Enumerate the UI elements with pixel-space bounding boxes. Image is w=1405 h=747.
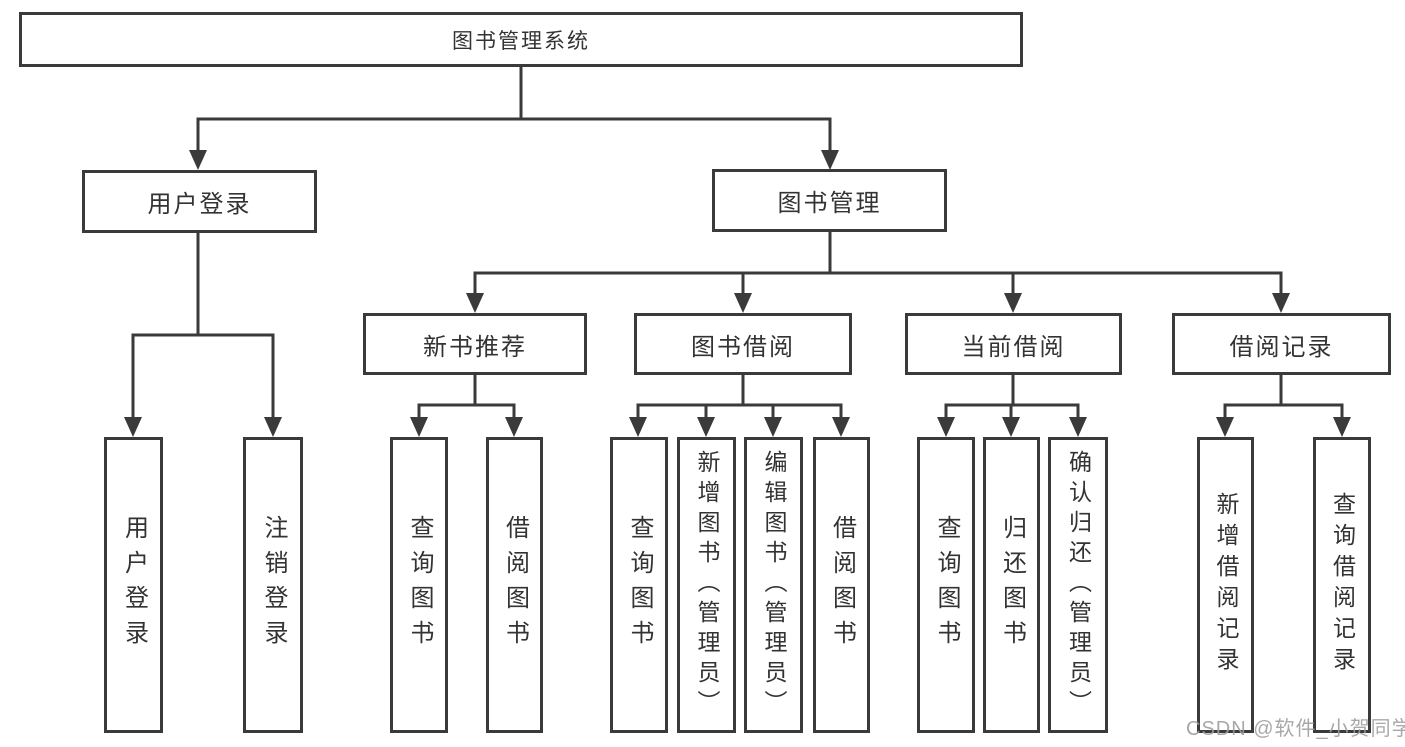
leaf-add-borrow-record: 新增借阅记录 [1197,437,1254,733]
leaf-query-borrow-record: 查询借阅记录 [1313,437,1371,733]
node-user-login: 用户登录 [82,170,317,233]
leaf-label: 确认归还（管理员） [1065,450,1092,720]
leaf-label: 借阅图书 [828,515,856,655]
connector-root [196,67,832,151]
leaf-label: 新增借阅记录 [1213,492,1239,678]
arrow-icon [629,417,647,437]
arrow-icon [764,417,782,437]
leaf-confirm-return: 确认归还（管理员） [1048,437,1108,733]
arrow-icon [734,293,752,313]
arrow-icon [410,417,428,437]
arrow-icon [124,417,142,437]
leaf-label: 借阅图书 [501,515,529,655]
leaf-add-book: 新增图书（管理员） [677,437,736,733]
arrow-icon [821,150,839,170]
leaf-return-book: 归还图书 [983,437,1040,733]
connector-borrow-record [1223,374,1344,418]
arrow-icon [466,293,484,313]
node-book-mgmt: 图书管理 [712,169,947,232]
leaf-label: 查询图书 [626,515,653,655]
connector-book-mgmt [473,232,1283,294]
node-root: 图书管理系统 [19,12,1023,67]
leaf-label: 编辑图书（管理员） [761,450,787,720]
leaf-query-book-a: 查询图书 [390,437,448,733]
arrow-icon [832,417,850,437]
leaf-user-login: 用户登录 [104,437,163,733]
leaf-label: 查询图书 [933,515,960,655]
arrow-icon [1333,417,1351,437]
arrow-icon [1069,417,1087,437]
leaf-label: 归还图书 [998,515,1026,655]
leaf-borrow-book-b: 借阅图书 [813,437,870,733]
connector-current-borrow [944,375,1080,418]
leaf-edit-book: 编辑图书（管理员） [744,437,803,733]
node-borrow-record: 借阅记录 [1172,313,1391,375]
leaf-query-book-b: 查询图书 [610,437,668,733]
leaf-query-book-c: 查询图书 [917,437,975,733]
arrow-icon [264,417,282,437]
arrow-icon [1002,417,1020,437]
leaf-borrow-book-a: 借阅图书 [486,437,543,733]
leaf-label: 注销登录 [260,515,287,655]
connector-new-book-rec [417,375,516,418]
leaf-label: 用户登录 [120,515,148,655]
arrow-icon [505,417,523,437]
node-current-borrow: 当前借阅 [905,313,1122,375]
node-new-book-rec: 新书推荐 [363,313,587,375]
arrow-icon [1004,293,1022,313]
leaf-label: 新增图书（管理员） [694,450,720,720]
node-book-borrow: 图书借阅 [634,313,852,375]
arrow-icon [697,417,715,437]
arrow-icon [1216,417,1234,437]
leaf-label: 查询借阅记录 [1329,492,1356,678]
arrow-icon [189,150,207,170]
leaf-logout: 注销登录 [243,437,303,733]
leaf-label: 查询图书 [406,515,433,655]
watermark: CSDN @软件_小贺同学 [1186,718,1405,740]
arrow-icon [1272,293,1290,313]
connector-user-login [131,233,275,418]
arrowheads [124,150,1351,437]
arrow-icon [937,417,955,437]
connector-book-borrow [636,375,843,418]
